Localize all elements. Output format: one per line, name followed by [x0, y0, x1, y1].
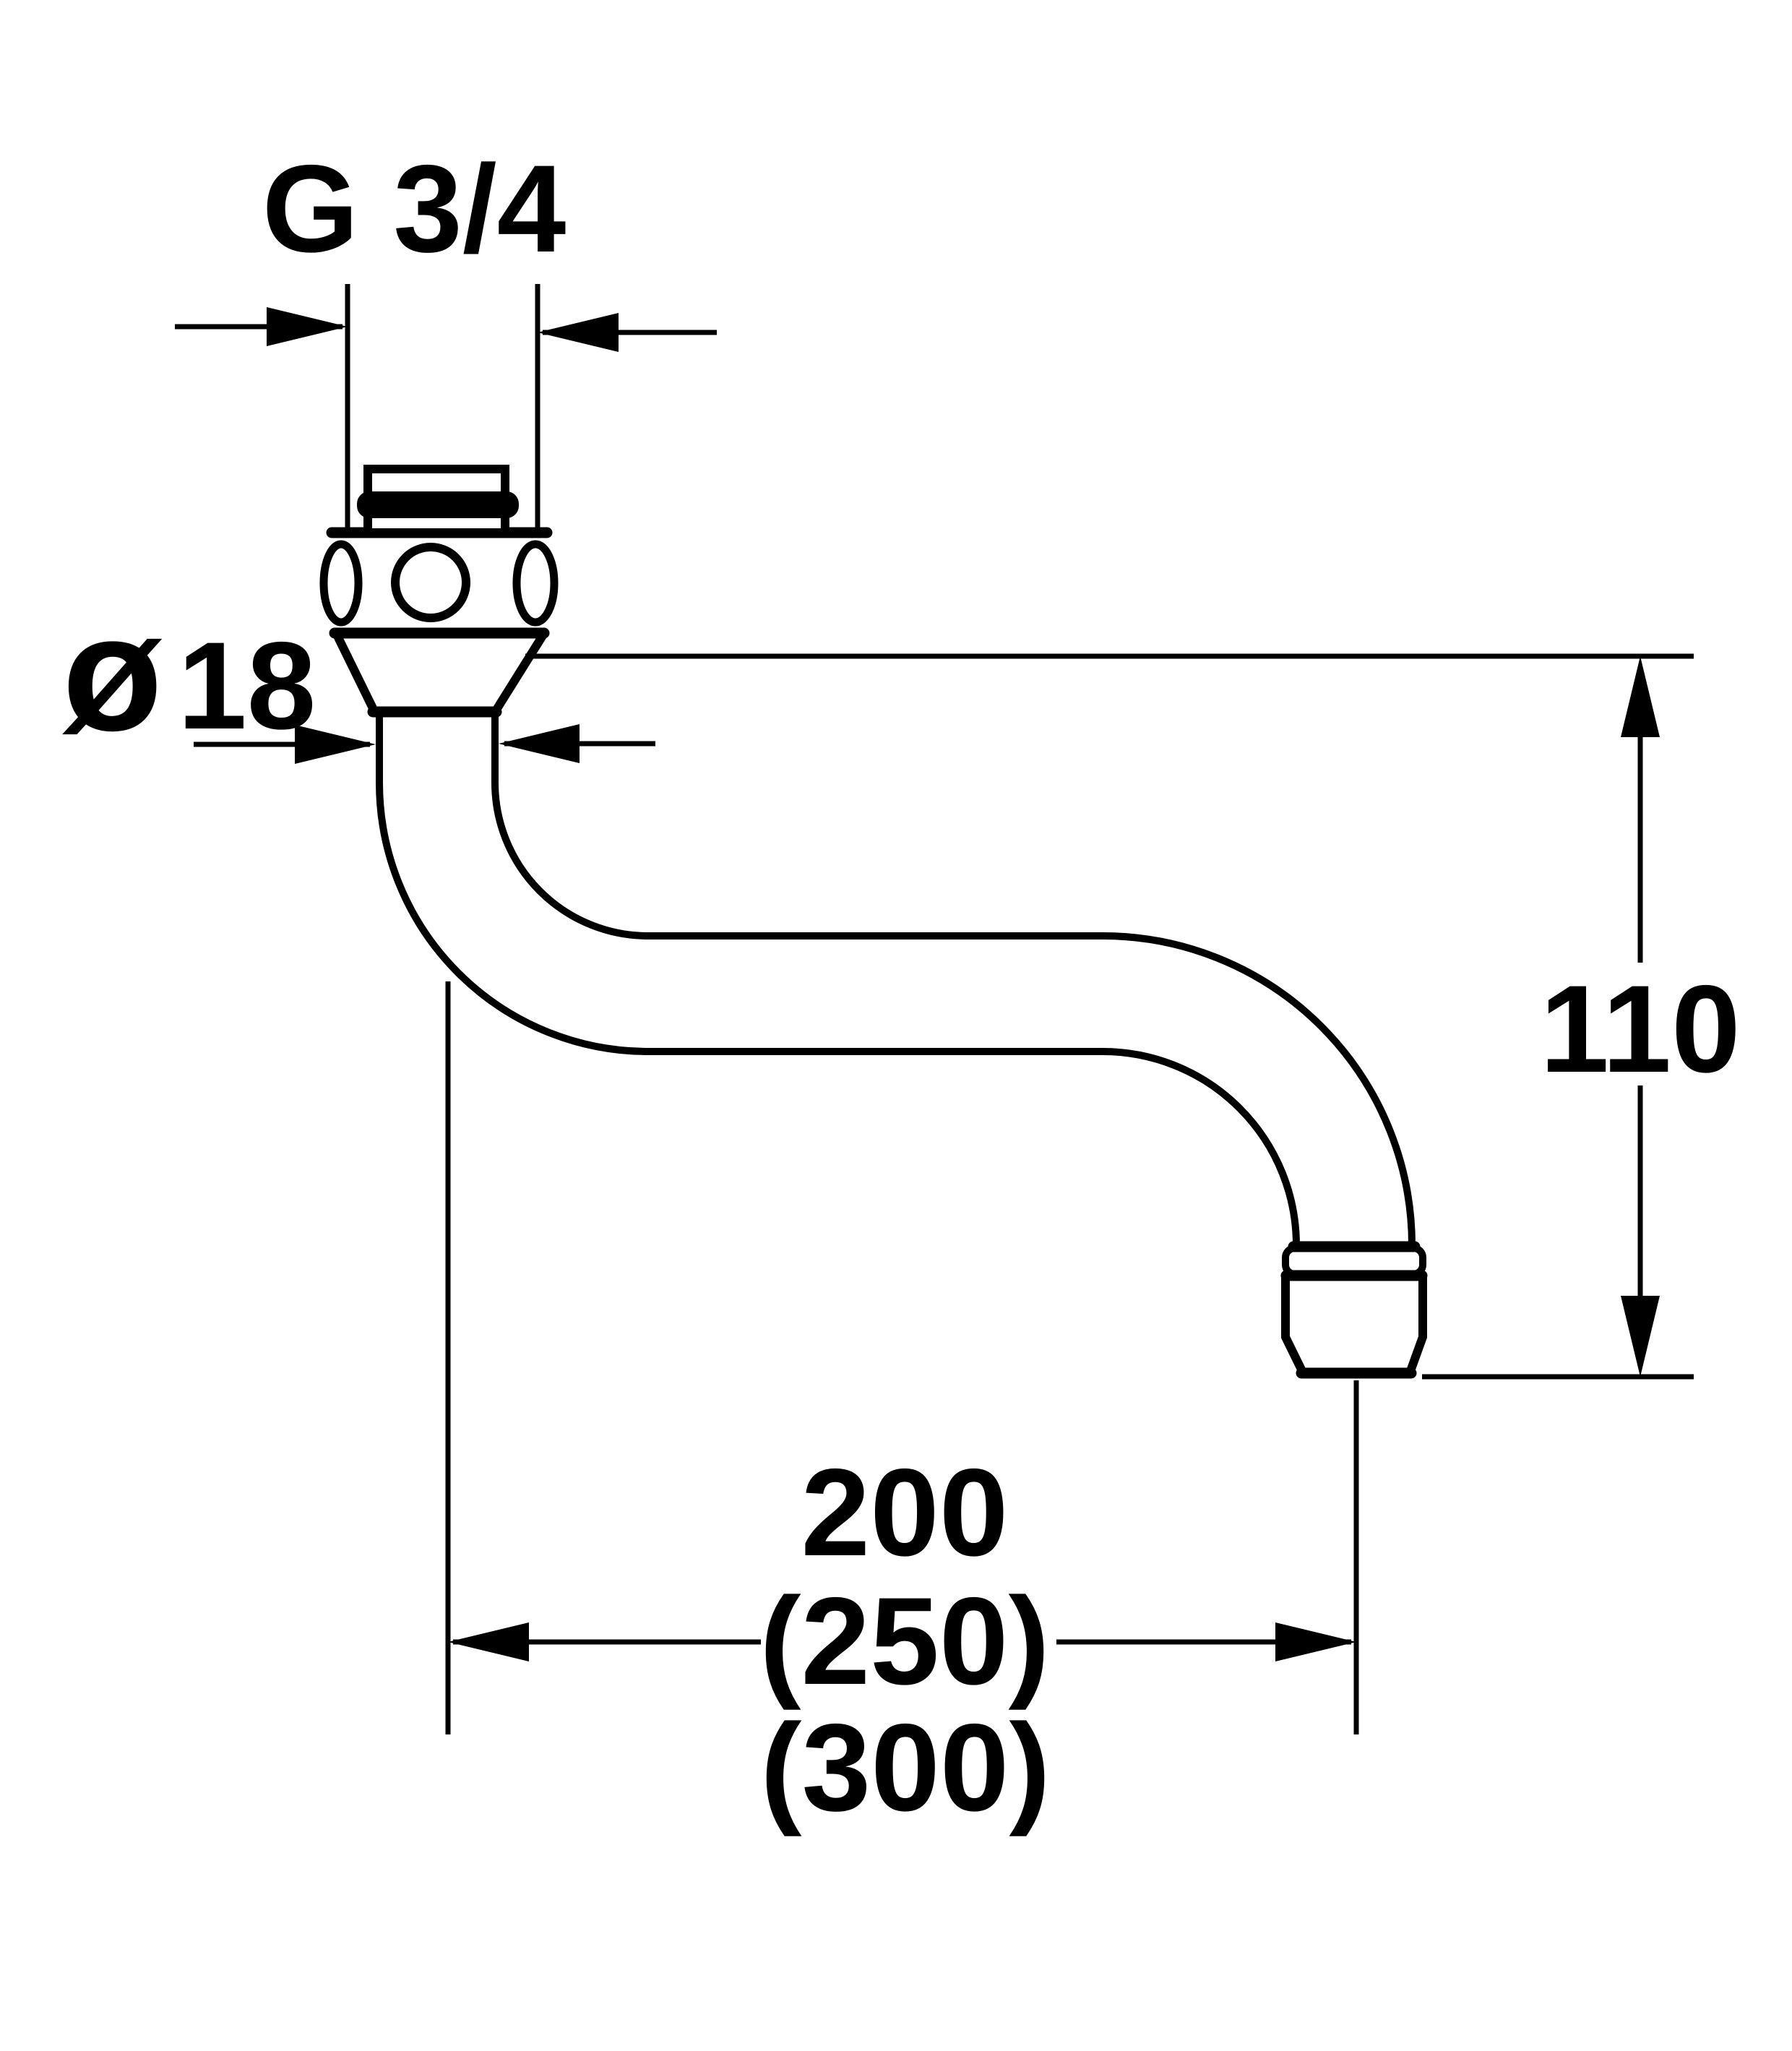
thread-arrow-left-head — [267, 307, 348, 346]
spout-pipe — [376, 710, 1416, 1247]
cone-side-left — [332, 632, 378, 712]
thread-arrow-right-head — [538, 313, 619, 352]
aerator — [1280, 1241, 1428, 1379]
nut-corner-right — [512, 540, 559, 627]
nut-center-hole — [391, 543, 470, 622]
aerator-body-face — [1285, 1276, 1423, 1372]
dim-diameter — [194, 724, 655, 764]
height-arrow-up-head — [1621, 656, 1660, 737]
height-label: 110 — [1540, 960, 1740, 1098]
seal-band — [357, 491, 519, 518]
diameter-value-label: 18 — [178, 616, 316, 755]
thread-label: G 3/4 — [262, 139, 567, 278]
nut-corner-left — [319, 540, 363, 627]
dim-height — [525, 653, 1694, 1380]
length-arrow-right-head — [1275, 1622, 1356, 1661]
diameter-arrow-left-head — [295, 725, 376, 764]
cone-face — [335, 632, 545, 712]
length-arrow-left-head — [448, 1622, 529, 1661]
length-label: 200 — [801, 1443, 1009, 1582]
dim-thread — [175, 284, 717, 532]
height-arrow-down-head — [1621, 1296, 1660, 1377]
cone-side-right — [492, 632, 548, 713]
inlet-fitting — [319, 465, 559, 718]
length-variant-1-label: (250) — [759, 1572, 1050, 1711]
length-variant-2-label: (300) — [760, 1698, 1051, 1837]
diameter-arrow-right-head — [499, 724, 580, 763]
labels: G 3/4 ø 18 110 200 (250) (300) — [62, 139, 1741, 1837]
pipe-inner — [383, 710, 1408, 1247]
diameter-symbol-label: ø — [62, 582, 163, 765]
dim-length — [445, 981, 1359, 1734]
aerator-body-sides — [1281, 1276, 1427, 1373]
